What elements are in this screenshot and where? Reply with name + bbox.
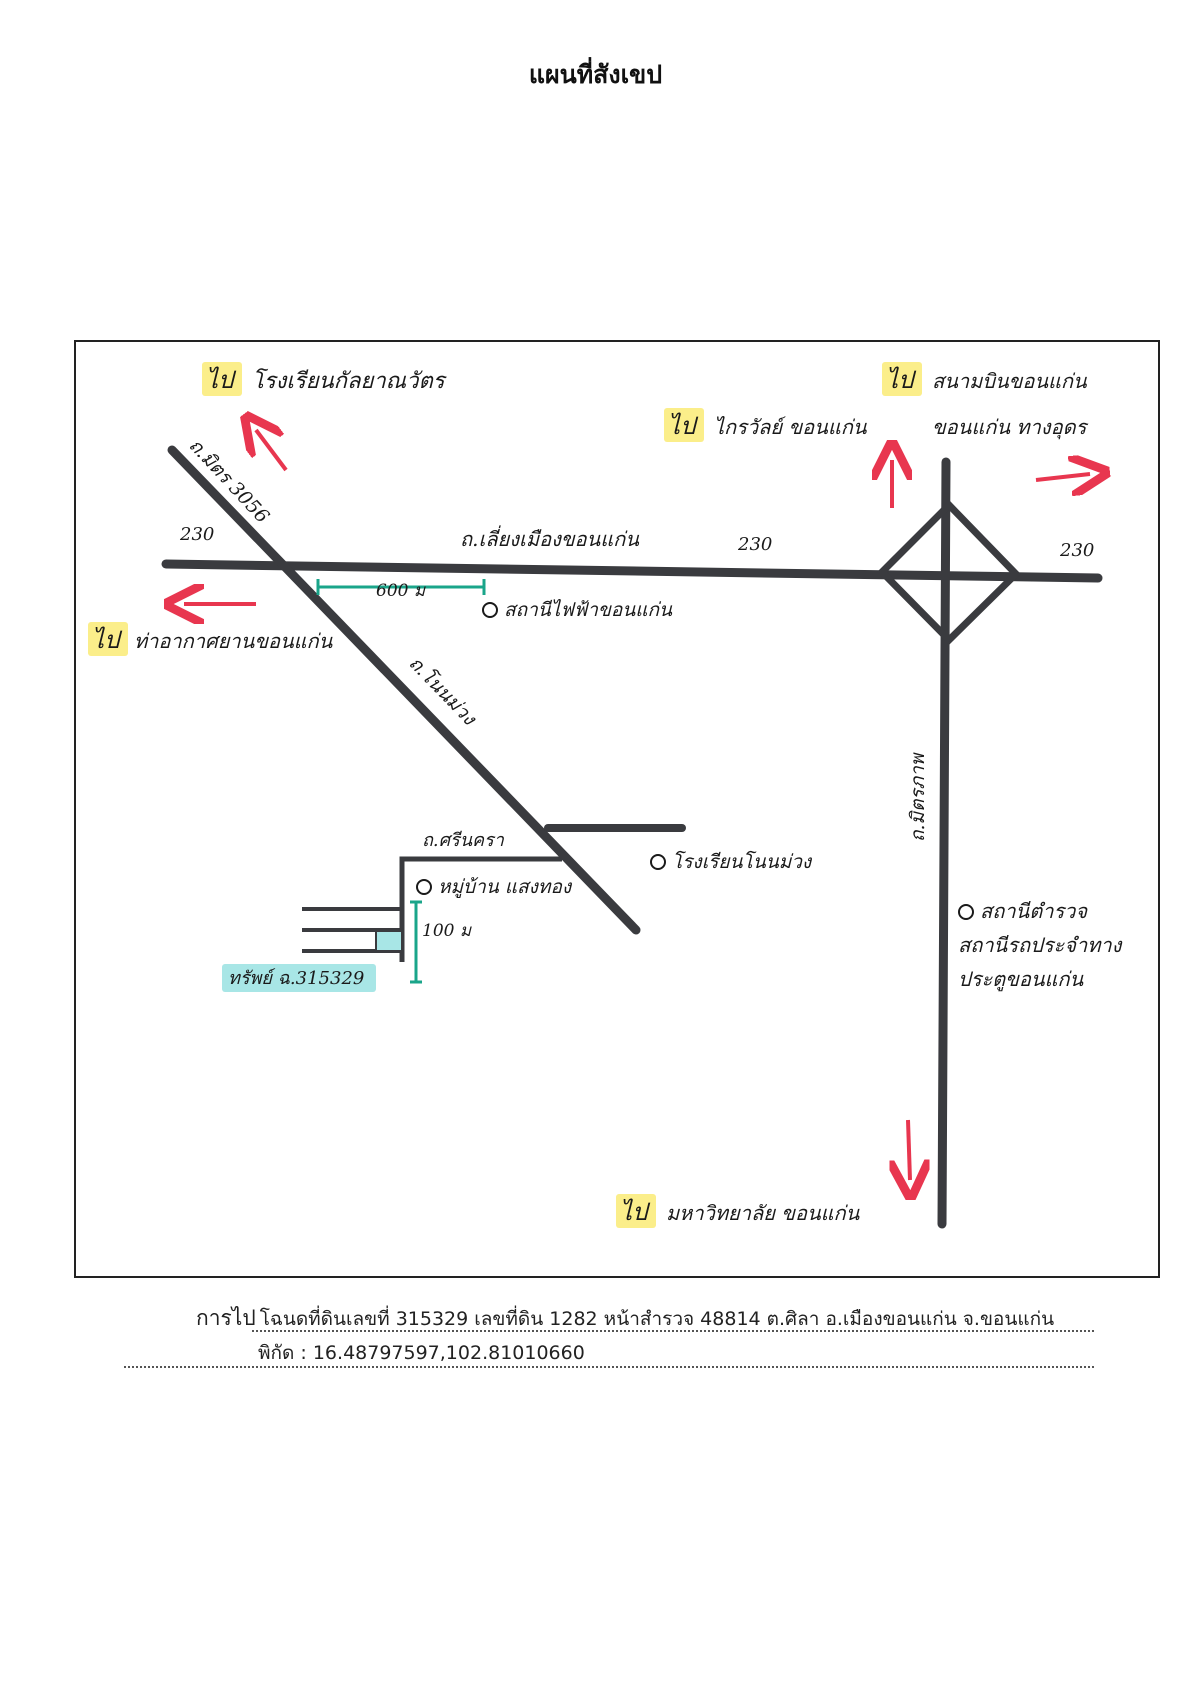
highlight-bottom xyxy=(616,1194,656,1228)
arrow-bottom xyxy=(908,1119,910,1180)
road-side-street xyxy=(399,856,562,962)
interchange-diamond xyxy=(877,500,1021,645)
highlight-top-right xyxy=(882,362,922,396)
caption-line-2: พิกัด : 16.48797597,102.81010660 xyxy=(258,1338,958,1368)
label-poi-hospital-3: ประตูขอนแก่น xyxy=(958,967,1085,992)
label-poi-school: โรงเรียนโนนม่วง xyxy=(672,850,813,873)
label-route-230-a: 230 xyxy=(179,524,214,545)
caption-line-1: การไปโฉนดที่ดินเลขที่ 315329 เลขที่ดิน 1… xyxy=(196,1302,1096,1335)
poi-village-marker xyxy=(416,879,432,895)
highlight-top-mid xyxy=(664,408,704,442)
label-distance-100: 100 ม xyxy=(422,921,472,941)
label-to-bottom: ไป xyxy=(620,1198,651,1226)
label-poi-village: หมู่บ้าน แสงทอง xyxy=(438,876,573,898)
label-dest-top-right-1: สนามบินขอนแก่น xyxy=(932,369,1088,393)
label-dest-bottom: มหาวิทยาลัย ขอนแก่น xyxy=(666,1201,861,1225)
highlight-left xyxy=(88,622,128,656)
arrow-right xyxy=(1035,474,1090,480)
road-main-horizontal xyxy=(161,559,1103,583)
label-to-top-left: ไป xyxy=(206,366,237,394)
label-dest-left: ท่าอากาศยานขอนแก่น xyxy=(134,629,334,653)
label-poi-station: สถานีไฟฟ้าขอนแก่น xyxy=(504,598,673,621)
label-to-left: ไป xyxy=(92,626,123,654)
label-poi-hospital-2: สถานีรถประจำทาง xyxy=(958,933,1123,957)
caption-prefix: การไป xyxy=(196,1306,256,1330)
road-vertical xyxy=(937,457,951,1229)
highlight-parcel xyxy=(222,964,376,992)
poi-station-marker xyxy=(482,602,498,618)
label-road-main: ถ.เลี่ยงเมืองขอนแก่น xyxy=(460,525,640,551)
label-dest-top-mid: ไกรวัลย์ ขอนแก่น xyxy=(714,415,868,439)
label-road-vertical: ถ.มิตรภาพ xyxy=(907,752,929,842)
label-road-diag-2: ถ.โนนม่วง xyxy=(404,651,482,730)
label-dest-top-left: โรงเรียนกัลยาณวัตร xyxy=(252,368,448,394)
label-to-top-right: ไป xyxy=(886,366,917,394)
caption-title-deed: โฉนดที่ดินเลขที่ 315329 เลขที่ดิน 1282 ห… xyxy=(259,1308,1055,1330)
label-distance-600: 600 ม xyxy=(376,581,426,601)
parcel-marker xyxy=(375,930,403,952)
map-frame: ไป โรงเรียนกัลยาณวัตร ไป ไกรวัลย์ ขอนแก่… xyxy=(74,340,1160,1278)
poi-hospital-marker xyxy=(958,904,974,920)
page-title: แผนที่สังเขป xyxy=(528,60,663,89)
poi-school-marker xyxy=(650,854,666,870)
label-to-top-mid: ไป xyxy=(668,412,699,440)
label-road-side: ถ.ศรีนครา xyxy=(422,830,505,851)
caption-dotline-1 xyxy=(252,1330,1094,1332)
label-route-230-b: 230 xyxy=(737,534,772,555)
road-diagonal xyxy=(167,445,641,935)
caption-coordinates: พิกัด : 16.48797597,102.81010660 xyxy=(258,1342,585,1364)
label-parcel: ทรัพย์ ฉ.315329 xyxy=(228,968,364,989)
sketch-map: ไป โรงเรียนกัลยาณวัตร ไป ไกรวัลย์ ขอนแก่… xyxy=(88,362,1123,1229)
arrow-top-left xyxy=(256,430,288,472)
caption-dotline-2 xyxy=(124,1366,1094,1368)
label-route-230-c: 230 xyxy=(1059,540,1094,561)
label-poi-hospital-1: สถานีตำรวจ xyxy=(980,899,1088,923)
highlight-top-left xyxy=(202,362,242,396)
label-dest-top-right-2: ขอนแก่น ทางอุดร xyxy=(932,415,1089,440)
